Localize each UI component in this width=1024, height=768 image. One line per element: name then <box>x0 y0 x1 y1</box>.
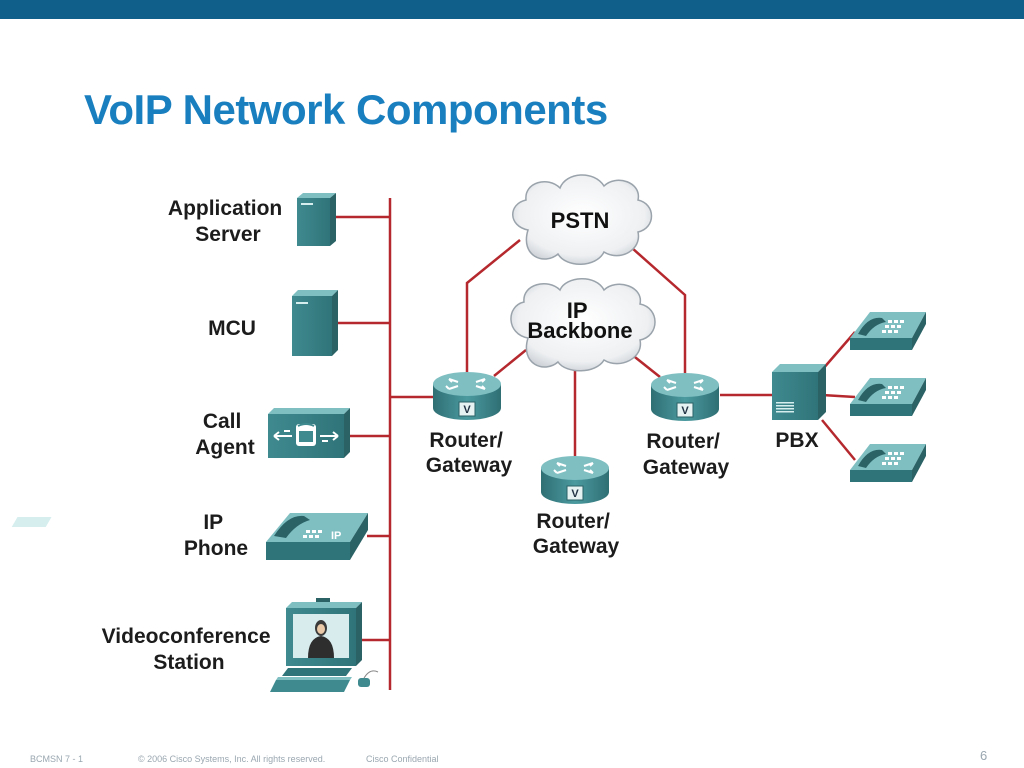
device-ip-phone: IP Phone IP <box>11 511 368 560</box>
footer-course-code: BCMSN 7 - 1 <box>30 754 84 764</box>
router-gateway-right: V Router/ Gateway <box>643 373 730 479</box>
ip-phone-badge: IP <box>331 530 341 542</box>
router-icon: V <box>433 372 501 420</box>
top-banner <box>0 0 1024 19</box>
device-videoconference-station: Videoconference Station <box>102 598 379 692</box>
device-pbx: PBX <box>772 364 826 452</box>
server-icon <box>297 193 336 246</box>
router-icon: V <box>541 456 609 504</box>
router-bottom-label: Router/ Gateway <box>533 510 620 558</box>
ip-backbone-cloud-icon <box>510 278 656 372</box>
page-number: 6 <box>980 748 988 763</box>
phone-icon <box>850 444 926 482</box>
pstn-label: PSTN <box>551 208 610 233</box>
router-gateway-left: V Router/ Gateway <box>426 372 513 477</box>
link-pbx-phone-3 <box>821 419 856 461</box>
ip-backbone-label: IP Backbone <box>527 298 632 343</box>
phone-icon <box>850 378 926 416</box>
pbx-phone-3 <box>850 444 926 482</box>
router-right-label: Router/ Gateway <box>643 430 730 479</box>
link-pbx-phone-1 <box>821 331 856 371</box>
device-call-agent: Call Agent <box>195 408 350 459</box>
call-agent-label: Call Agent <box>195 410 255 459</box>
router-gateway-bottom: V Router/ Gateway <box>533 456 620 558</box>
pstn-cloud-icon <box>512 174 653 265</box>
call-agent-icon <box>268 408 350 458</box>
voice-badge: V <box>463 404 471 416</box>
pbx-phone-2 <box>850 378 926 416</box>
device-application-server: Application Server <box>168 193 336 246</box>
link-router-left-backbone <box>493 349 527 377</box>
cloud-pstn: PSTN <box>512 174 653 265</box>
pbx-phone-1 <box>850 312 926 350</box>
link-router-left-pstn <box>465 239 521 373</box>
network-links <box>336 198 856 690</box>
voice-badge: V <box>571 488 579 500</box>
ip-phone-label: IP Phone <box>184 511 248 560</box>
cloud-ip-backbone: IP Backbone <box>510 278 656 372</box>
router-icon: V <box>651 373 719 421</box>
slide-title: VoIP Network Components <box>84 86 608 133</box>
video-station-icon <box>270 598 379 692</box>
link-pbx-phone-2 <box>821 393 856 399</box>
pbx-icon <box>772 364 826 420</box>
application-server-label: Application Server <box>168 197 288 246</box>
mcu-icon <box>292 290 338 356</box>
link-router-right-pstn <box>631 247 687 373</box>
videoconference-station-label: Videoconference Station <box>102 625 277 674</box>
ip-phone-icon: IP <box>11 513 368 560</box>
phone-icon <box>850 312 926 350</box>
footer-confidential: Cisco Confidential <box>366 754 439 764</box>
device-mcu: MCU <box>208 290 338 356</box>
voice-badge: V <box>681 405 689 417</box>
mcu-label: MCU <box>208 317 256 340</box>
footer-copyright: © 2006 Cisco Systems, Inc. All rights re… <box>138 754 326 764</box>
pbx-label: PBX <box>775 429 818 452</box>
router-left-label: Router/ Gateway <box>426 429 513 477</box>
